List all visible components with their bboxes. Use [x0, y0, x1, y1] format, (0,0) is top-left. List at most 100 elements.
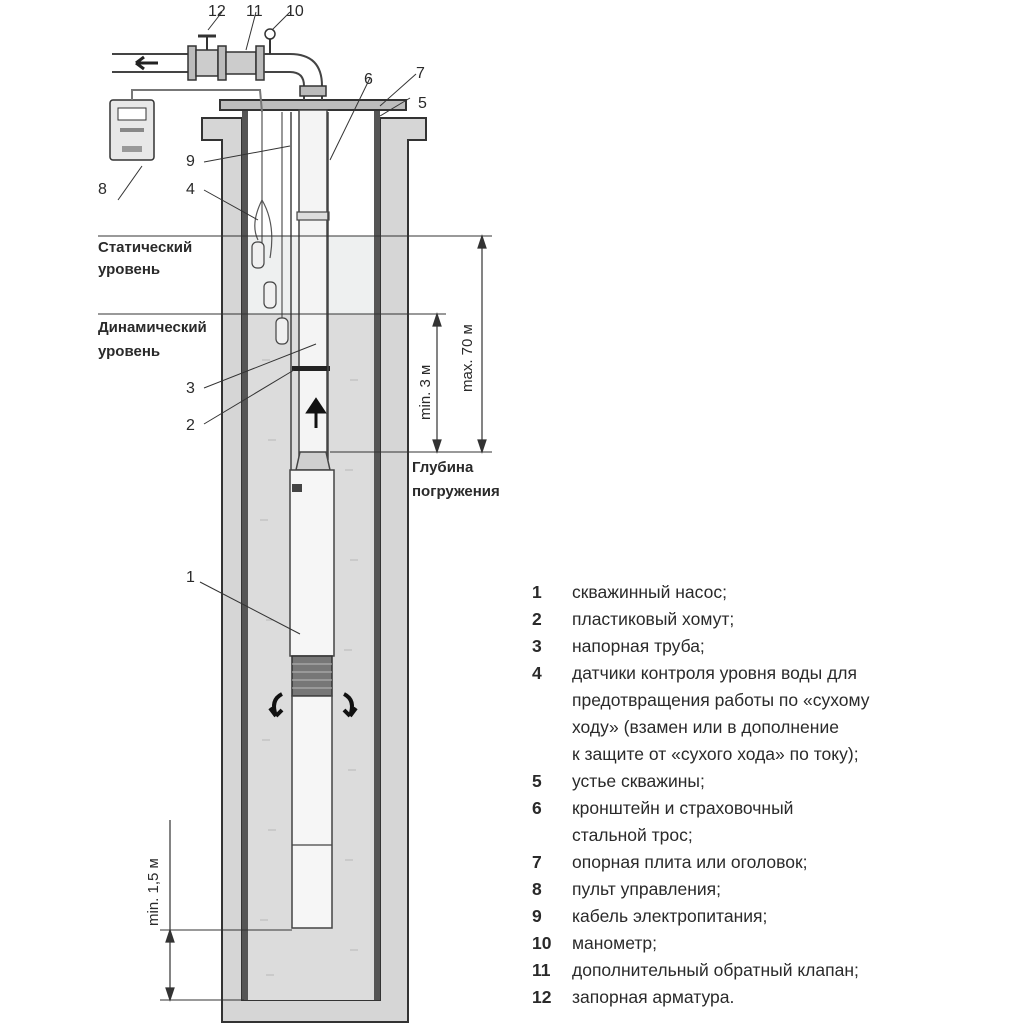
dimension-arrows [165, 234, 487, 1002]
pipeline [112, 28, 327, 100]
legend-row: 12 запорная арматура. [530, 984, 1010, 1011]
callout-5: 5 [418, 95, 427, 112]
pump-intake [291, 655, 333, 697]
manometer-gauge [264, 28, 276, 40]
callouts: 1 2 3 4 5 6 7 8 9 10 11 12 [98, 3, 427, 586]
immersion-depth-label-2: погружения [412, 483, 500, 500]
dimension-labels: max. 70 м min. 3 м min. 1,5 м [145, 324, 476, 926]
shutoff-valve-body [195, 49, 219, 77]
well-casing-left [242, 108, 248, 1000]
static-level-label-2: уровень [98, 261, 160, 278]
callout-10: 10 [286, 3, 304, 20]
pipe-flange-1 [187, 45, 197, 81]
pipe-flange-3 [255, 45, 265, 81]
legend-number: 12 [532, 987, 552, 1007]
legend-row: 3 напорная труба; [530, 633, 1010, 660]
legend-number: 11 [532, 960, 551, 980]
callout-3: 3 [186, 380, 195, 397]
pressure-pipe [298, 109, 328, 457]
legend-text: ходу» (взамен или в дополнение [572, 717, 839, 737]
intake-arrow-left-icon [268, 692, 284, 718]
callout-4: 4 [186, 181, 195, 198]
legend-number: 8 [532, 879, 542, 899]
check-valve-body [225, 51, 257, 75]
legend-row: к защите от «сухого хода» по току); [530, 741, 1010, 768]
legend-text: напорная труба; [572, 636, 705, 656]
level-sensors [251, 112, 289, 345]
control-panel [109, 89, 263, 161]
legend-number: 2 [532, 609, 542, 629]
legend-text: датчики контроля уровня воды для [572, 663, 857, 683]
support-plate [219, 99, 407, 111]
dynamic-level-label-1: Динамический [98, 319, 207, 336]
pump-head [295, 451, 331, 471]
legend-text: предотвращения работы по «сухому [572, 690, 870, 710]
min-above-pump-label: min. 3 м [417, 365, 434, 420]
legend-text: пульт управления; [572, 879, 721, 899]
legend-number [530, 687, 572, 714]
level-lines [98, 235, 492, 1001]
well-casing-right [374, 108, 380, 1000]
level-labels: Статический уровень Динамический уровень… [98, 239, 500, 500]
legend-number: 9 [532, 906, 542, 926]
legend-number [530, 741, 572, 768]
legend-text: пластиковый хомут; [572, 609, 735, 629]
leader-lines [117, 11, 417, 635]
legend-number [530, 714, 572, 741]
plastic-clamp [292, 366, 330, 371]
legend-row: 6 кронштейн и страховочный [530, 795, 1010, 822]
legend-number: 6 [532, 798, 542, 818]
legend-row: стальной трос; [530, 822, 1010, 849]
dynamic-level-label-2: уровень [98, 343, 160, 360]
callout-8: 8 [98, 181, 107, 198]
pump-body [289, 469, 335, 657]
callout-1: 1 [186, 569, 195, 586]
legend-text: запорная арматура. [572, 987, 735, 1007]
legend-number: 4 [532, 663, 542, 683]
pipe-flange-2 [217, 45, 227, 81]
legend-row: 4 датчики контроля уровня воды для [530, 660, 1010, 687]
water-hatching [260, 359, 358, 976]
legend-row: 7 опорная плита или оголовок; [530, 849, 1010, 876]
legend-text: скважинный насос; [572, 582, 727, 602]
callout-12: 12 [208, 3, 226, 20]
pump-assembly [251, 109, 358, 929]
legend-text: опорная плита или оголовок; [572, 852, 808, 872]
callout-2: 2 [186, 417, 195, 434]
legend-number: 3 [532, 636, 542, 656]
legend-row: 8 пульт управления; [530, 876, 1010, 903]
legend-row: ходу» (взамен или в дополнение [530, 714, 1010, 741]
flow-arrow-icon [135, 55, 158, 71]
legend-row: 1 скважинный насос; [530, 579, 1010, 606]
legend: 1 скважинный насос; 2 пластиковый хомут; 3 на… [530, 579, 1010, 1011]
max-depth-label: max. 70 м [459, 324, 476, 392]
legend-text: манометр; [572, 933, 657, 953]
legend-row: 9 кабель электропитания; [530, 903, 1010, 930]
legend-text: устье скважины; [572, 771, 705, 791]
flow-up-arrow-icon [305, 397, 327, 428]
legend-row: 5 устье скважины; [530, 768, 1010, 795]
legend-text: стальной трос; [572, 825, 693, 845]
pump-motor [291, 695, 333, 929]
legend-number: 10 [532, 933, 552, 953]
legend-number: 7 [532, 852, 542, 872]
static-level-label-1: Статический [98, 239, 192, 256]
callout-9: 9 [186, 153, 195, 170]
control-cable [131, 89, 263, 113]
legend-number: 5 [532, 771, 542, 791]
legend-number: 1 [532, 582, 542, 602]
legend-row: 10 манометр; [530, 930, 1010, 957]
immersion-depth-label-1: Глубина [412, 459, 474, 476]
legend-text: дополнительный обратный клапан; [572, 960, 859, 980]
legend-number [530, 822, 572, 849]
legend-text: к защите от «сухого хода» по току); [572, 744, 859, 764]
legend-text: кабель электропитания; [572, 906, 768, 926]
callout-11: 11 [246, 3, 263, 20]
min-bottom-label: min. 1,5 м [145, 858, 162, 926]
legend-text: кронштейн и страховочный [572, 798, 794, 818]
callout-7: 7 [416, 65, 425, 82]
legend-row: предотвращения работы по «сухому [530, 687, 1010, 714]
legend-row: 2 пластиковый хомут; [530, 606, 1010, 633]
callout-6: 6 [364, 71, 373, 88]
